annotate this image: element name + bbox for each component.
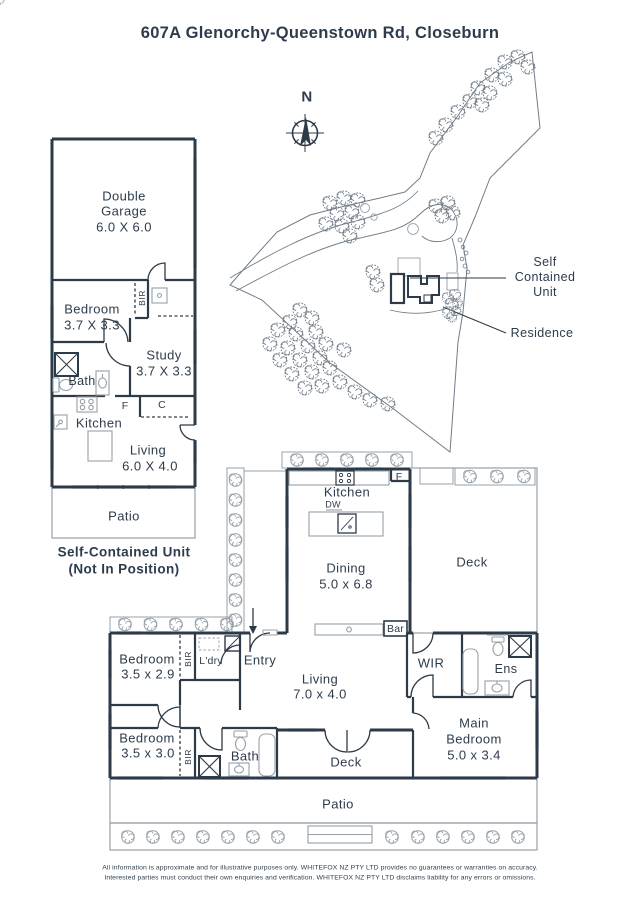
- unit-plan: [50, 137, 197, 539]
- unit-kitchen-label: Kitchen: [75, 415, 123, 431]
- unit-living-label: Living: [129, 442, 167, 458]
- disclaimer-line-2: Interested parties must conduct their ow…: [104, 874, 536, 882]
- tree-cluster-bottomleft: [262, 302, 396, 412]
- unit-cupboard-label: C: [158, 398, 166, 411]
- res-patio-label: Patio: [322, 796, 354, 812]
- residence-plan: [108, 451, 539, 851]
- site-label-self-2: Contained: [514, 269, 576, 284]
- res-main-bedroom-label-1: Main: [459, 715, 489, 731]
- site-label-self-3: Unit: [533, 284, 557, 299]
- res-living-dims: 7.0 x 4.0: [293, 686, 347, 702]
- ensuite-shower-icon: [508, 635, 532, 658]
- tree-cluster-below-buildings: [442, 288, 463, 323]
- site-label-self-1: Self: [533, 254, 557, 269]
- res-bar-label: Bar: [387, 622, 404, 635]
- res-fridge-label: F: [395, 470, 403, 483]
- res-dining-label: Dining: [326, 560, 366, 576]
- tree-pair-left-of-buildings: [365, 264, 385, 293]
- page-title: 607A Glenorchy-Queenstown Rd, Closeburn: [140, 23, 500, 42]
- compass-icon: [286, 114, 324, 152]
- res-wir-label: WIR: [417, 655, 445, 671]
- compass-north-label: N: [301, 88, 313, 106]
- res-dw-label: DW: [325, 499, 341, 510]
- tree-cluster-topright: [428, 49, 536, 146]
- tree-cluster-middle: [318, 190, 419, 244]
- bath-shower-icon: [198, 755, 221, 778]
- disclaimer-line-1: All information is approximate and for i…: [102, 864, 538, 872]
- unit-bath-label: Bath: [68, 373, 96, 388]
- res-kitchen-label: Kitchen: [323, 484, 371, 500]
- shrub-trail-right: [0, 0, 471, 275]
- unit-caption-2: (Not In Position): [68, 561, 180, 577]
- res-bath-label: Bath: [230, 748, 260, 764]
- site-label-residence: Residence: [510, 325, 574, 340]
- res-main-bedroom-label-2: Bedroom: [446, 731, 502, 747]
- unit-garage-label-2: Garage: [101, 203, 147, 219]
- res-dining-dims: 5.0 x 6.8: [319, 576, 373, 592]
- tree-cluster-center-right: [428, 195, 461, 224]
- entry-arrow-icon: [249, 608, 278, 636]
- res-bedroom1-label: Bedroom: [119, 651, 175, 667]
- res-living-label: Living: [301, 671, 339, 687]
- unit-study-dims: 3.7 X 3.3: [136, 363, 192, 379]
- res-deck-right-label: Deck: [456, 554, 488, 570]
- res-bir1-label: BIR: [182, 651, 193, 667]
- unit-garage-dims: 6.0 X 6.0: [96, 219, 152, 235]
- unit-bedroom-label: Bedroom: [64, 301, 120, 317]
- res-bir2-label: BIR: [182, 749, 193, 765]
- unit-bir-label: BIR: [136, 290, 147, 306]
- res-entry-label: Entry: [243, 652, 277, 668]
- unit-patio-label: Patio: [108, 508, 140, 524]
- building-self-contained-unit: [389, 272, 406, 305]
- unit-shower-icon: [54, 352, 79, 377]
- unit-study-label: Study: [146, 347, 182, 363]
- res-laundry-label: L'dry: [199, 654, 223, 667]
- unit-fridge-label: F: [121, 399, 129, 412]
- unit-caption-1: Self-Contained Unit: [57, 544, 191, 560]
- res-bedroom1-dims: 3.5 x 2.9: [121, 666, 175, 682]
- res-bedroom2-label: Bedroom: [119, 730, 175, 746]
- res-main-bedroom-dims: 5.0 x 3.4: [447, 747, 501, 763]
- unit-living-dims: 6.0 X 4.0: [122, 458, 178, 474]
- site-plan: [0, 0, 541, 453]
- unit-bedroom-dims: 3.7 X 3.3: [64, 317, 120, 333]
- res-deck-bottom-label: Deck: [330, 754, 362, 770]
- res-ens-label: Ens: [494, 661, 518, 676]
- unit-garage-label-1: Double: [102, 188, 146, 204]
- res-bedroom2-dims: 3.5 x 3.0: [121, 745, 175, 761]
